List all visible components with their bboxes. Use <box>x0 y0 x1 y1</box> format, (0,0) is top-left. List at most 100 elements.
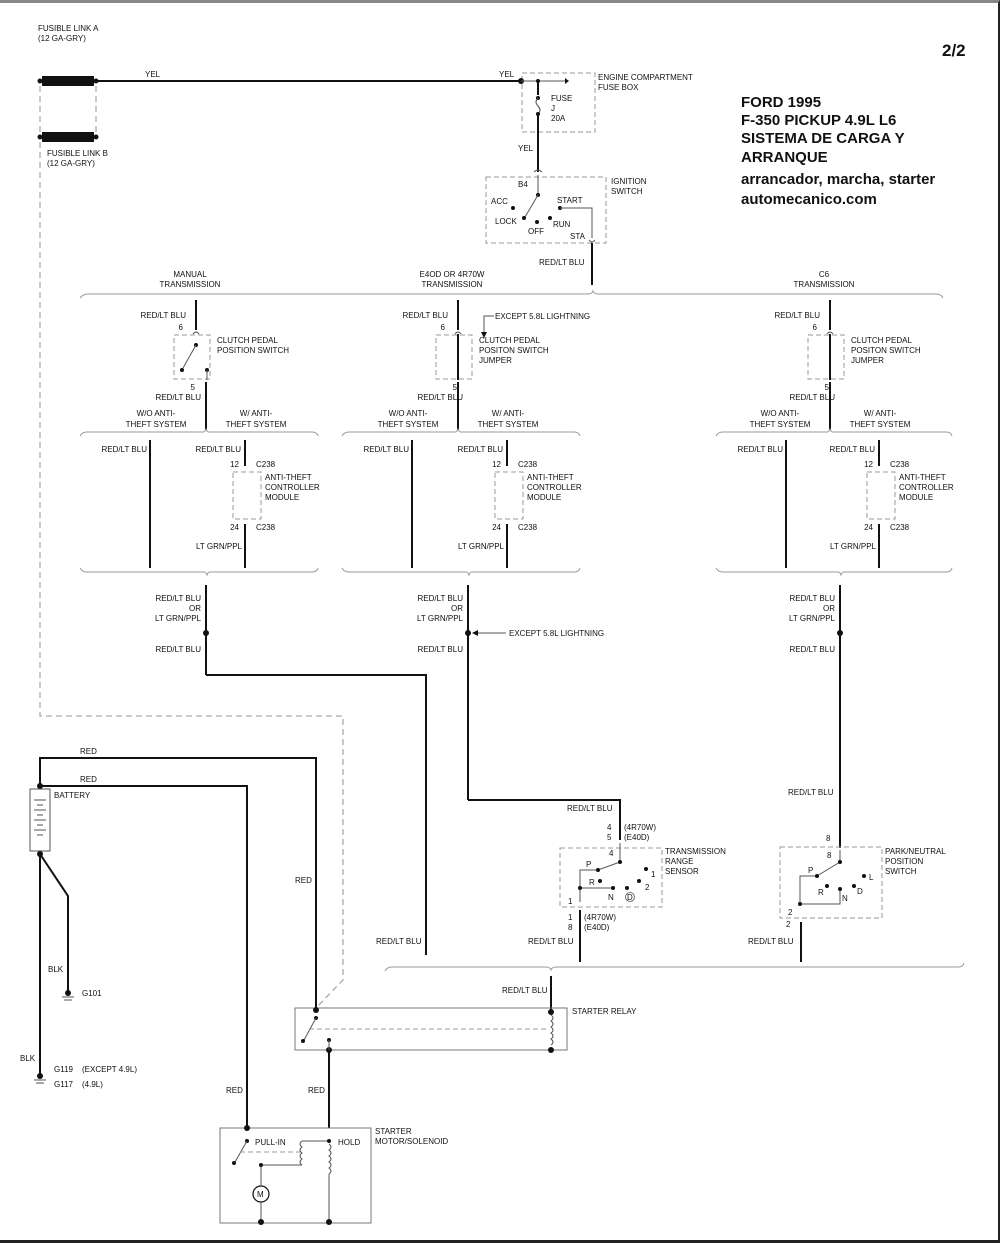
pnp-pin-out: 2 <box>786 920 791 929</box>
group-wire-out: RED/LT BLU <box>790 393 836 402</box>
group-pin-in: 6 <box>441 323 446 332</box>
trs-pin-out-b: 8 <box>568 923 573 932</box>
starter-name-1: STARTER <box>375 1127 412 1136</box>
at-wire-in: RED/LT BLU <box>458 445 504 454</box>
at-module-3: MODULE <box>899 493 933 502</box>
merge-wire-1: RED/LT BLU <box>418 594 464 603</box>
merge-wire-2: LT GRN/PPL <box>155 614 201 623</box>
pnp-pos-l: L <box>869 873 874 882</box>
group-wire-in: RED/LT BLU <box>403 311 449 320</box>
fuse-box-name-1: ENGINE COMPARTMENT <box>598 73 693 82</box>
pnp-name-1: PARK/NEUTRAL <box>885 847 946 856</box>
transmission-range-sensor: RED/LT BLU 4 (4R70W) 5 (E40D) 4 P R N D … <box>528 804 726 962</box>
fuse-rating: 20A <box>551 114 566 123</box>
ignition-pos-start: START <box>557 196 583 205</box>
pull-in-label: PULL-IN <box>255 1138 286 1147</box>
at-connector-out: C238 <box>518 523 538 532</box>
group-label-2: TRANSMISSION <box>794 280 855 289</box>
wo-wire-label: RED/LT BLU <box>102 445 148 454</box>
pnp-wire-in: RED/LT BLU <box>788 788 834 797</box>
title-line-1: FORD 1995 <box>741 94 821 111</box>
ground-wire-2: BLK <box>20 1054 36 1063</box>
at-module-1: ANTI-THEFT <box>899 473 946 482</box>
group-label-2: TRANSMISSION <box>422 280 483 289</box>
ignition-pos-acc: ACC <box>491 197 508 206</box>
at-pin-in: 12 <box>492 460 501 469</box>
ignition-wire-out: RED/LT BLU <box>539 258 585 267</box>
wo-anti-theft-2: THEFT SYSTEM <box>750 420 811 429</box>
ground-g101: G101 <box>82 989 102 998</box>
at-pin-out: 24 <box>230 523 239 532</box>
group-wire-in: RED/LT BLU <box>141 311 187 320</box>
at-pin-out: 24 <box>864 523 873 532</box>
at-wire-out: LT GRN/PPL <box>458 542 504 551</box>
w-anti-theft-2: THEFT SYSTEM <box>226 420 287 429</box>
trs-pin-out-a-note: (4R70W) <box>584 913 616 922</box>
trs-pos-2: 2 <box>645 883 650 892</box>
fusible-link-b <box>42 132 94 142</box>
wo-wire-label: RED/LT BLU <box>364 445 410 454</box>
ignition-pos-off: OFF <box>528 227 544 236</box>
bus-wire-left: RED/LT BLU <box>376 937 422 946</box>
battery-wire-1: RED <box>80 747 97 756</box>
fuse-box-wire-in: YEL <box>499 70 515 79</box>
ignition-name-1: IGNITION <box>611 177 647 186</box>
park-neutral-position-switch: 8 8 P R N D L 2 2 PARK/NEUTRAL POSITION … <box>748 834 946 962</box>
merge-wires: EXCEPT 5.8L LIGHTNING RED/LT BLU <box>203 585 843 955</box>
at-pin-in: 12 <box>230 460 239 469</box>
at-pin-out: 24 <box>492 523 501 532</box>
bus-wire-relay: RED/LT BLU <box>502 986 548 995</box>
group-wire-out: RED/LT BLU <box>156 393 202 402</box>
w-anti-theft-1: W/ ANTI- <box>492 409 525 418</box>
fuse-box-wire-out: YEL <box>518 144 534 153</box>
merge-wire-1: RED/LT BLU <box>790 594 836 603</box>
fusible-link-a <box>42 76 94 86</box>
title-block: FORD 1995 F-350 PICKUP 4.9L L6 SISTEMA D… <box>741 94 935 208</box>
ignition-pin-b4: B4 <box>518 180 528 189</box>
at-connector-in: C238 <box>518 460 538 469</box>
wo-anti-theft-1: W/O ANTI- <box>389 409 428 418</box>
wo-anti-theft-2: THEFT SYSTEM <box>378 420 439 429</box>
ignition-pin-sta: STA <box>570 232 586 241</box>
pnp-pos-r: R <box>818 888 824 897</box>
merge-wire-after: RED/LT BLU <box>790 645 836 654</box>
wo-wire-label: RED/LT BLU <box>738 445 784 454</box>
group-pin-out: 5 <box>453 383 458 392</box>
pnp-name-3: SWITCH <box>885 867 917 876</box>
w-anti-theft-1: W/ ANTI- <box>240 409 273 418</box>
at-wire-in: RED/LT BLU <box>196 445 242 454</box>
title-line-6: automecanico.com <box>741 191 877 208</box>
group-pin-out: 5 <box>825 383 830 392</box>
hold-label: HOLD <box>338 1138 360 1147</box>
group-component-3: JUMPER <box>479 356 512 365</box>
trs-name-2: RANGE <box>665 857 693 866</box>
group-label-2: TRANSMISSION <box>160 280 221 289</box>
group-component-2: POSITION SWITCH <box>217 346 289 355</box>
group-component-2: POSITON SWITCH <box>851 346 921 355</box>
starter-motor-solenoid: RED PULL-IN M HOLD STARTER MOTOR/SOLENOI… <box>219 1086 448 1225</box>
pnp-pos-n: N <box>842 894 848 903</box>
fusible-link-a-label: FUSIBLE LINK A <box>38 24 99 33</box>
at-wire-in: RED/LT BLU <box>830 445 876 454</box>
merge-or: OR <box>451 604 463 613</box>
at-module-1: ANTI-THEFT <box>527 473 574 482</box>
group-label-1: E4OD OR 4R70W <box>420 270 485 279</box>
trs-pin-out-a: 1 <box>568 913 573 922</box>
group-note: EXCEPT 5.8L LIGHTNING <box>495 312 590 321</box>
starter-wire-left: RED <box>226 1086 243 1095</box>
group-pin-out: 5 <box>191 383 196 392</box>
group-pin-in: 6 <box>813 323 818 332</box>
at-wire-out: LT GRN/PPL <box>196 542 242 551</box>
merge-or: OR <box>823 604 835 613</box>
at-module-3: MODULE <box>527 493 561 502</box>
w-anti-theft-2: THEFT SYSTEM <box>850 420 911 429</box>
group-label-1: MANUAL <box>173 270 207 279</box>
group-component-1: CLUTCH PEDAL <box>479 336 540 345</box>
pnp-inner-pin-bottom: 2 <box>788 908 793 917</box>
merge-wire-after: RED/LT BLU <box>156 645 202 654</box>
bottom-bus: RED/LT BLU RED/LT BLU <box>376 937 965 1012</box>
